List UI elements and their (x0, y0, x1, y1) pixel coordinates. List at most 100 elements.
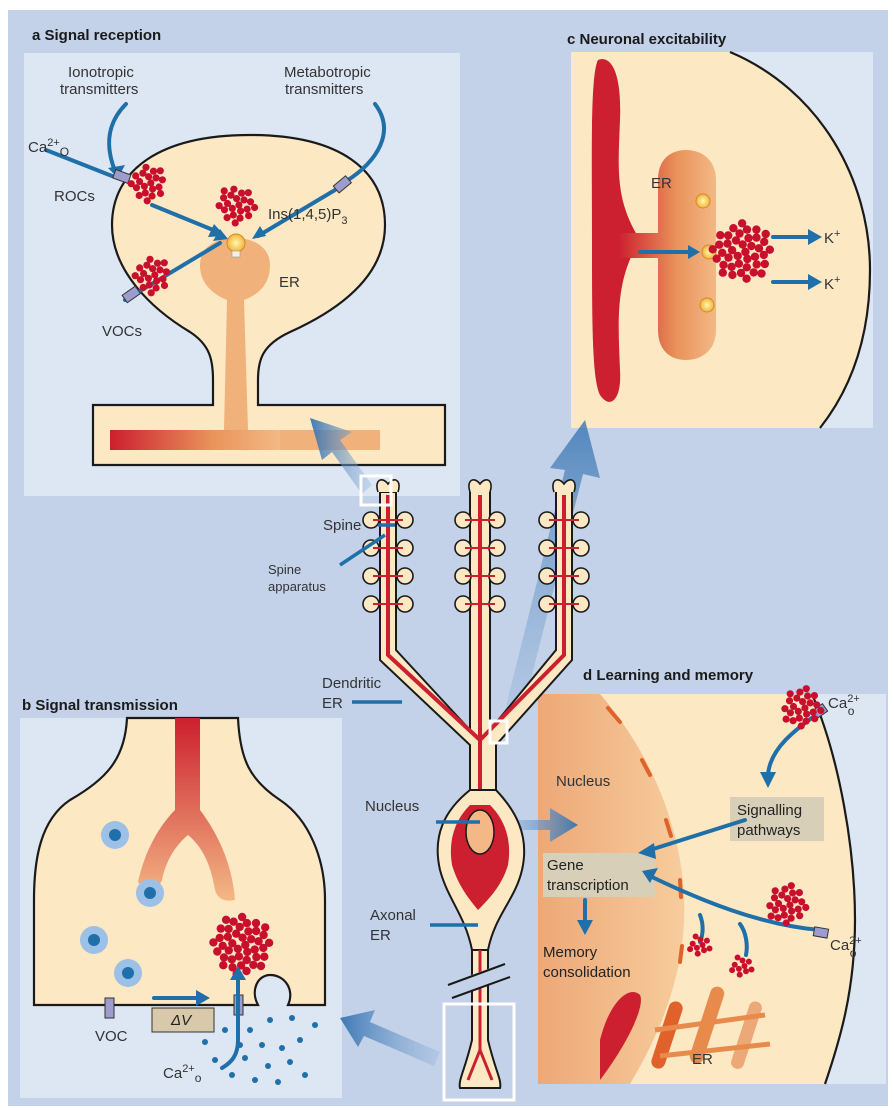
calcium-ion (781, 912, 788, 919)
label-er-d: ER (692, 1051, 713, 1068)
panel-a-title: a Signal reception (32, 27, 161, 44)
calcium-ion (732, 962, 738, 968)
calcium-ion (260, 953, 268, 961)
calcium-ion (742, 963, 748, 969)
calcium-ion (766, 246, 774, 254)
calcium-ion (297, 1037, 303, 1043)
calcium-ion (752, 225, 760, 233)
neuron-nucleus (466, 810, 494, 854)
calcium-ion (760, 238, 768, 246)
calcium-ion (817, 707, 824, 714)
calcium-ion (229, 918, 237, 926)
label-er-c: ER (651, 175, 672, 192)
calcium-ion (802, 904, 809, 911)
calcium-ion (719, 269, 727, 277)
calcium-ion (243, 948, 251, 956)
calcium-ion (244, 927, 252, 935)
calcium-ion (750, 268, 758, 276)
calcium-ion (275, 1079, 281, 1085)
calcium-ion (222, 1027, 228, 1033)
calcium-ion (229, 1072, 235, 1078)
calcium-ion (811, 692, 818, 699)
label-nucleus-neuron: Nucleus (365, 798, 419, 815)
calcium-ion (289, 1015, 295, 1021)
calcium-ion (796, 689, 803, 696)
calcium-ion (747, 242, 755, 250)
calcium-ion (237, 207, 244, 214)
label-rocs: ROCs (54, 188, 95, 205)
calcium-ion (251, 945, 259, 953)
calcium-ion (687, 946, 693, 952)
calcium-ion (150, 168, 157, 175)
calcium-ion (781, 705, 788, 712)
label-consolidation: consolidation (543, 964, 631, 981)
calcium-ion (803, 711, 810, 718)
calcium-ion (783, 919, 790, 926)
calcium-ion (238, 913, 246, 921)
calcium-ion (217, 924, 225, 932)
label-nucleus-d: Nucleus (556, 773, 610, 790)
calcium-ion (159, 275, 166, 282)
channel-icon (813, 927, 828, 938)
calcium-ion (807, 699, 814, 706)
calcium-ion (259, 931, 267, 939)
calcium-ion (220, 953, 228, 961)
label-vocs: VOCs (102, 323, 142, 340)
label-metabotropic: Metabotropic (284, 64, 371, 81)
panel-c: c Neuronal excitability ER K+ K+ (567, 31, 873, 428)
calcium-ion (753, 260, 761, 268)
calcium-ion (788, 882, 795, 889)
calcium-ion (220, 194, 227, 201)
calcium-ion (771, 894, 778, 901)
calcium-ion (209, 938, 217, 946)
calcium-ion (140, 284, 147, 291)
calcium-ion (224, 933, 232, 941)
calcium-ion (757, 269, 765, 277)
calcium-ion (202, 1039, 208, 1045)
calcium-ion (709, 245, 717, 253)
calcium-ion (261, 923, 269, 931)
calcium-ion (252, 927, 260, 935)
calcium-ion (695, 951, 701, 957)
calcium-ion (228, 955, 236, 963)
calcium-ion (796, 715, 803, 722)
calcium-ion (746, 959, 752, 965)
calcium-ion (128, 180, 135, 187)
label-ionotropic: Ionotropic (68, 64, 134, 81)
calcium-ion (221, 187, 228, 194)
label-signalling: Signalling (737, 802, 802, 819)
calcium-ion (761, 260, 769, 268)
calcium-ion (798, 722, 805, 729)
calcium-ion (707, 946, 713, 952)
label-ionotropic-2: transmitters (60, 81, 138, 98)
calcium-ion (729, 967, 735, 973)
label-dendritic: Dendritic (322, 675, 382, 692)
calcium-ion (244, 206, 251, 213)
calcium-ion (249, 961, 257, 969)
label-spine-apparatus-2: apparatus (268, 579, 326, 594)
calcium-ion (704, 938, 710, 944)
panel-b: b Signal transmission ΔV VOC Ca2+o (20, 697, 342, 1098)
calcium-ion (786, 901, 793, 908)
calcium-ion (237, 1042, 243, 1048)
calcium-ion (302, 1072, 308, 1078)
calcium-ion (154, 260, 161, 267)
calcium-ion (737, 972, 743, 978)
calcium-ion (795, 906, 802, 913)
calcium-ion (153, 277, 160, 284)
calcium-ion (792, 896, 799, 903)
calcium-ion (242, 967, 250, 975)
calcium-ion (219, 961, 227, 969)
calcium-ion (136, 264, 143, 271)
calcium-ion (238, 190, 245, 197)
calcium-ion (693, 934, 699, 940)
calcium-ion (312, 1022, 318, 1028)
label-delta-v: ΔV (170, 1012, 193, 1029)
calcium-ion (132, 272, 139, 279)
calcium-ion (729, 224, 737, 232)
calcium-ion (148, 289, 155, 296)
voc-channel-icon (105, 998, 114, 1018)
calcium-ion (752, 233, 760, 241)
label-spine-apparatus: Spine (268, 562, 301, 577)
label-metabotropic-2: transmitters (285, 81, 363, 98)
